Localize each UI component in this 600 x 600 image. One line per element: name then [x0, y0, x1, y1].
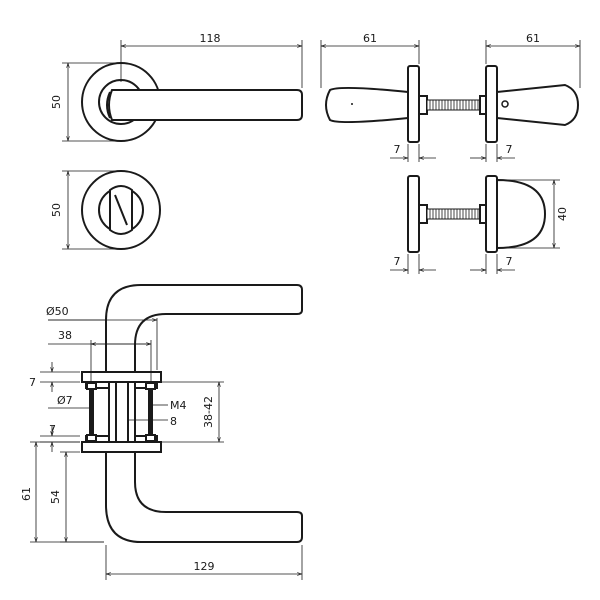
lower-lever: [105, 451, 303, 543]
knob-side-view: 40 7 7: [390, 175, 569, 274]
lever-arm: [108, 89, 303, 121]
dim-door-thickness: 38-42: [202, 396, 215, 428]
spindle-thread: [426, 99, 484, 111]
left-screw: [86, 382, 97, 442]
dim-knob-rose-right: 7: [506, 255, 513, 268]
lever-side-view: 61 61 7 7: [320, 32, 581, 162]
dim-spindle: 8: [170, 415, 177, 428]
right-screw: [145, 382, 156, 442]
dim-lever-length-bottom: 129: [194, 560, 215, 573]
dim-lever-height-inner: 54: [49, 490, 62, 504]
right-lever-side: [496, 83, 580, 127]
lever-neck: [106, 91, 111, 119]
left-lever-side: [325, 86, 409, 124]
dim-lever-length: 118: [200, 32, 221, 45]
dim-rose-thickness-left: 7: [394, 143, 401, 156]
escutcheon-outer: [81, 170, 161, 250]
knob-right-rose: [485, 175, 498, 253]
dim-side-right: 61: [526, 32, 540, 45]
upper-rose-plate: [81, 371, 162, 383]
dim-rose-diameter: 50: [50, 95, 63, 109]
knob-screw: [426, 208, 484, 220]
dim-bottom-plate: 7: [49, 423, 56, 436]
dim-screw-spacing: 38: [58, 329, 72, 342]
upper-lever: [105, 284, 303, 373]
dim-screw-diameter: Ø7: [57, 394, 73, 407]
dim-escutcheon-diameter: 50: [50, 203, 63, 217]
knob-left-rose: [407, 175, 420, 253]
dim-rose-thickness-right: 7: [506, 143, 513, 156]
dim-thread: M4: [170, 399, 187, 412]
lever-front-view: 118 50: [50, 32, 303, 142]
lever-assembly-view: Ø50 38 7 Ø7 7 M4 8 38-42: [20, 284, 303, 580]
dim-top-plate: 7: [29, 376, 36, 389]
escutcheon-view: 50: [50, 170, 161, 250]
turn-knob-side: [496, 178, 547, 250]
dim-outer-diameter: Ø50: [46, 305, 69, 318]
lower-rose-plate: [81, 441, 162, 453]
release-hole: [501, 100, 509, 108]
left-rose-side: [407, 65, 420, 143]
dim-knob-rose-left: 7: [394, 255, 401, 268]
spindle: [108, 381, 136, 443]
dim-lever-height-total: 61: [20, 487, 33, 501]
right-rose-side: [485, 65, 498, 143]
dim-knob-height: 40: [556, 207, 569, 221]
dim-side-left: 61: [363, 32, 377, 45]
